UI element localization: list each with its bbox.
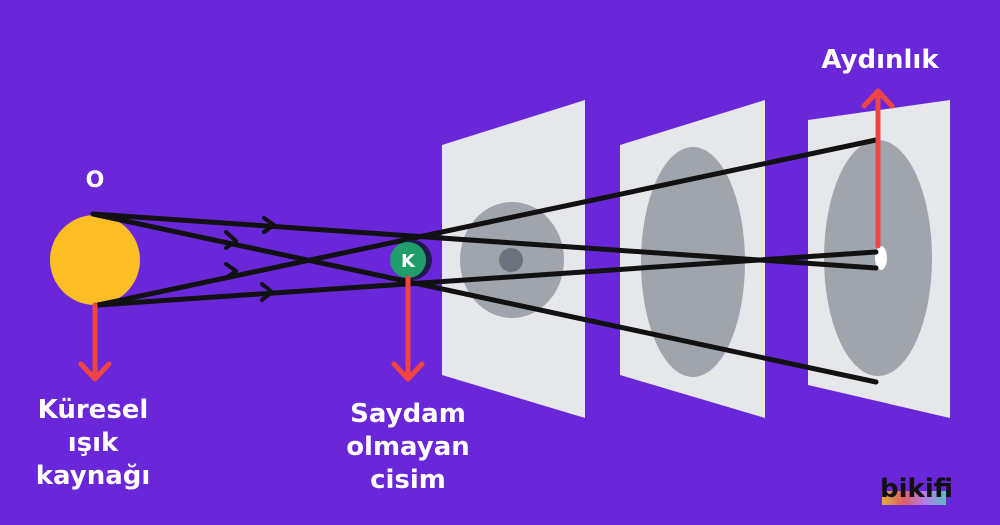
- object-label-line: cisim: [370, 465, 446, 495]
- light-rays: [90, 137, 879, 385]
- source-point-label: O: [85, 168, 105, 193]
- object-label-line: olmayan: [346, 432, 470, 462]
- screen-1: [442, 100, 585, 418]
- object-label-line: Saydam: [350, 399, 466, 429]
- ray-arrows: [224, 216, 276, 302]
- source-label-line: Küresel: [37, 395, 149, 425]
- object-badge-text: K: [401, 251, 416, 272]
- opaque-object: [390, 242, 426, 278]
- brand-logo: bikifi: [880, 474, 953, 504]
- umbra-1: [499, 248, 523, 272]
- source-label-line: ışık: [67, 428, 119, 458]
- screen-3: [808, 100, 950, 418]
- indicator-arrows: [78, 88, 895, 382]
- light-source: [50, 215, 140, 305]
- light-label: Aydınlık: [821, 45, 939, 75]
- brand-underline: [882, 491, 946, 505]
- object-label: Saydam olmayan cisim: [318, 398, 498, 497]
- source-label-line: kaynağı: [35, 461, 151, 491]
- source-label: Küresel ışık kaynağı: [18, 394, 168, 493]
